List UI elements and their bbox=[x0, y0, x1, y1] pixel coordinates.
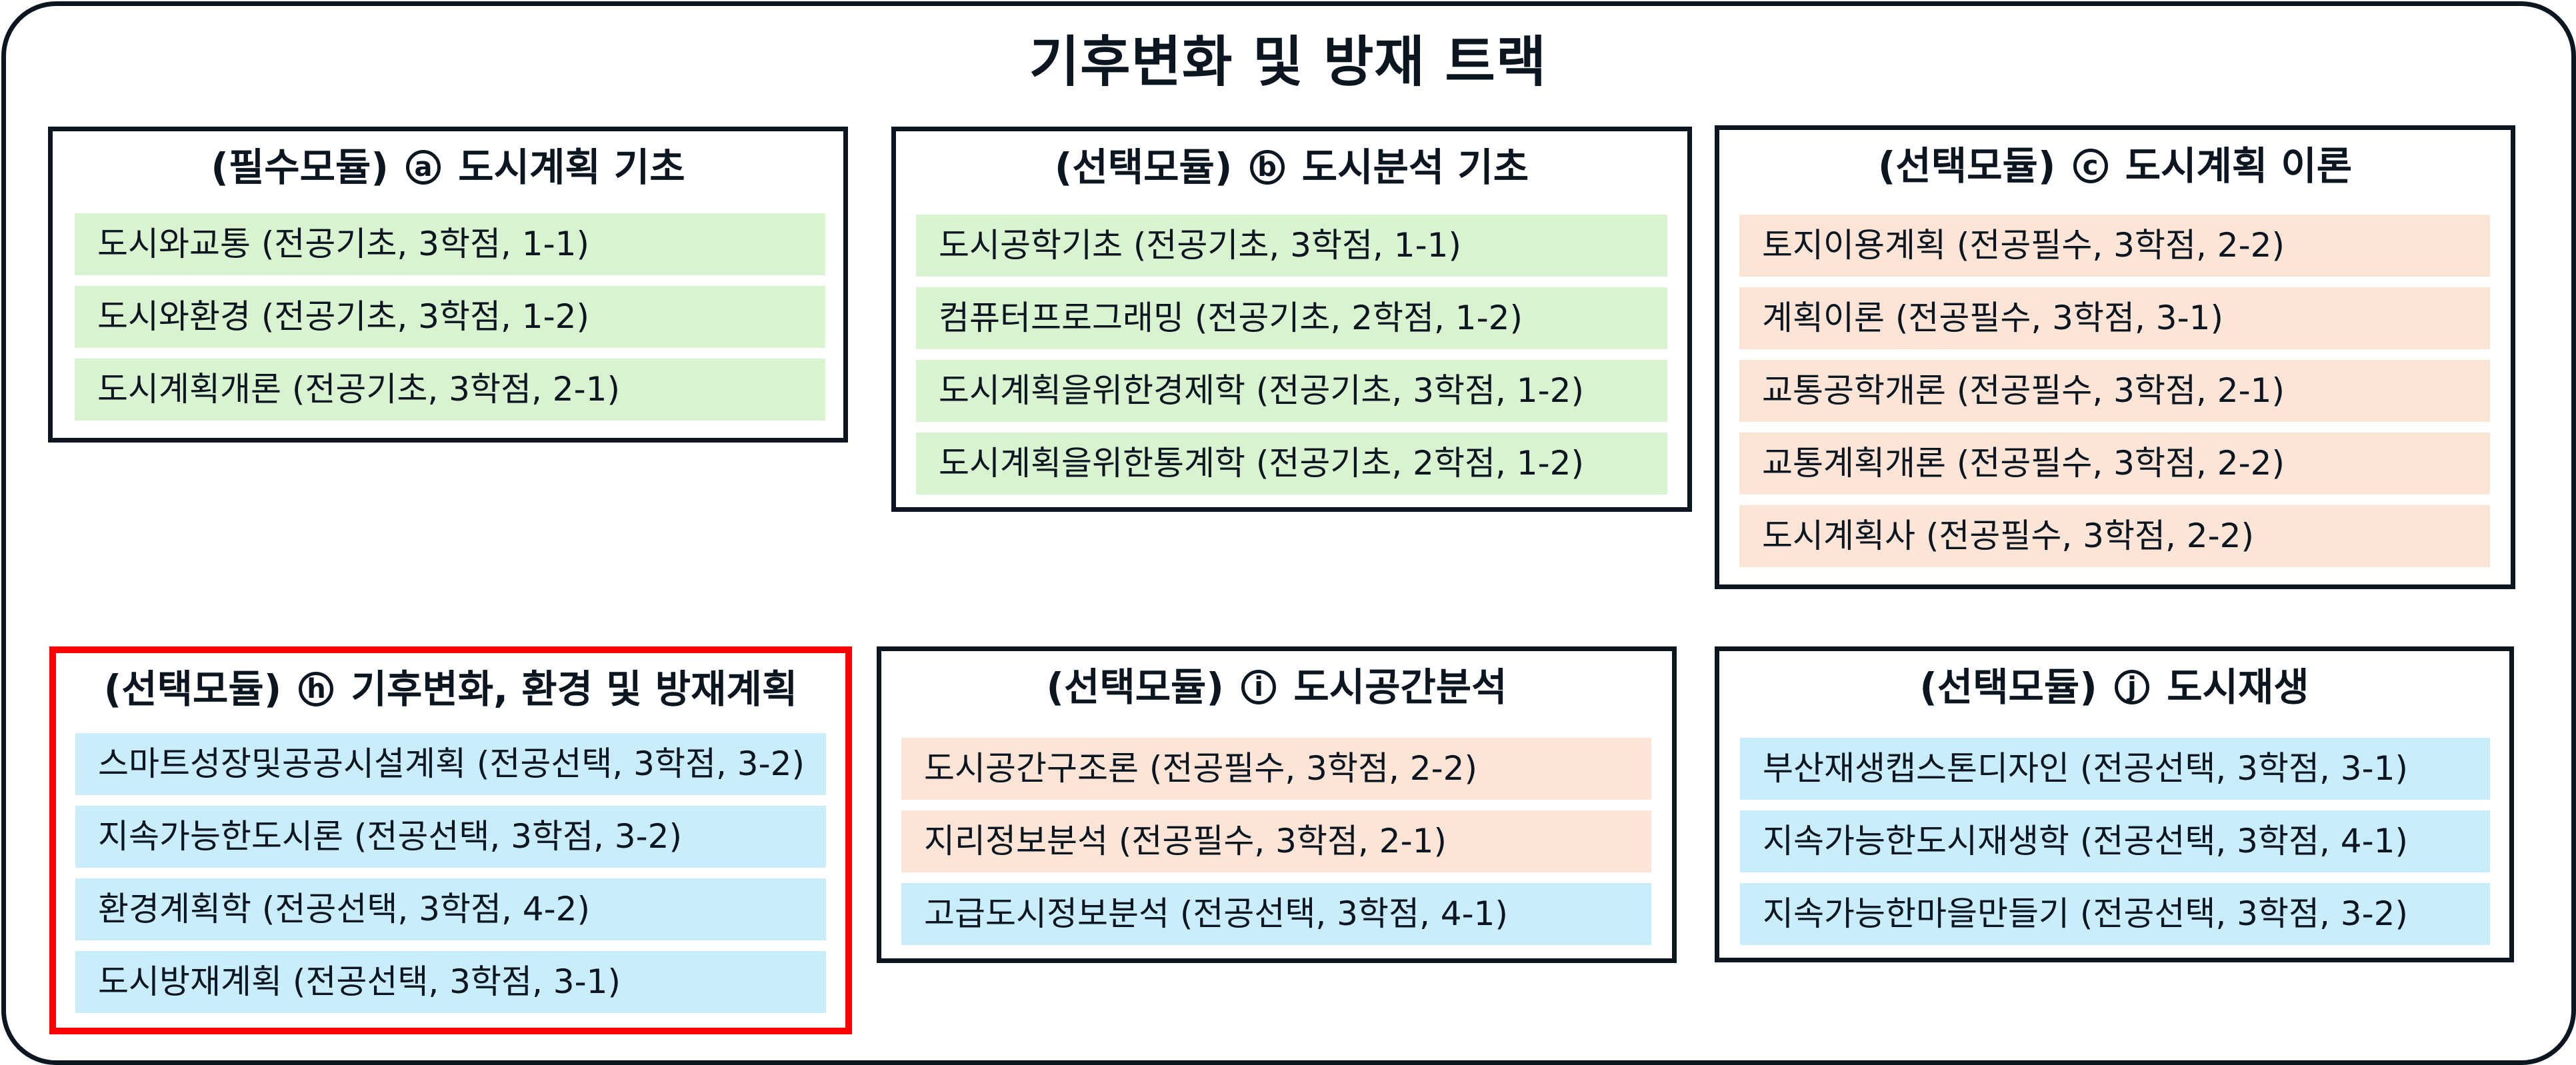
course-item: 계획이론 (전공필수, 3학점, 3-1) bbox=[1739, 287, 2490, 349]
module-title: (선택모듈) b 도시분석 기초 bbox=[896, 141, 1687, 194]
circled-letter-icon: h bbox=[299, 671, 334, 706]
circled-letter-icon: c bbox=[2073, 148, 2108, 183]
page-title: 기후변화 및 방재 트랙 bbox=[1029, 31, 1547, 94]
course-item: 지리정보분석 (전공필수, 3학점, 2-1) bbox=[901, 810, 1651, 872]
course-item: 교통공학개론 (전공필수, 3학점, 2-1) bbox=[1739, 360, 2490, 422]
module-prefix: (선택모듈) bbox=[1919, 664, 2097, 710]
module-name: 도시공간분석 bbox=[1293, 664, 1507, 710]
module-c: (선택모듈) c 도시계획 이론 토지이용계획 (전공필수, 3학점, 2-2)… bbox=[1715, 125, 2515, 589]
module-j: (선택모듈) j 도시재생 부산재생캡스톤디자인 (전공선택, 3학점, 3-1… bbox=[1715, 646, 2514, 962]
module-title: (선택모듈) j 도시재생 bbox=[1719, 660, 2509, 714]
module-i: (선택모듈) i 도시공간분석 도시공간구조론 (전공필수, 3학점, 2-2)… bbox=[877, 646, 1677, 963]
module-name: 기후변화, 환경 및 방재계획 bbox=[351, 666, 798, 712]
module-h-highlighted: (선택모듈) h 기후변화, 환경 및 방재계획 스마트성장및공공시설계획 (전… bbox=[49, 646, 852, 1034]
module-prefix: (선택모듈) bbox=[1877, 143, 2056, 189]
course-item: 환경계획학 (전공선택, 3학점, 4-2) bbox=[75, 878, 826, 940]
course-item: 교통계획개론 (전공필수, 3학점, 2-2) bbox=[1739, 433, 2490, 495]
module-b: (선택모듈) b 도시분석 기초 도시공학기초 (전공기초, 3학점, 1-1)… bbox=[891, 127, 1692, 512]
module-prefix: (필수모듈) bbox=[211, 145, 389, 190]
circled-letter-icon: j bbox=[2115, 669, 2149, 704]
module-a: (필수모듈) a 도시계획 기초 도시와교통 (전공기초, 3학점, 1-1) … bbox=[48, 127, 848, 443]
course-item: 도시공간구조론 (전공필수, 3학점, 2-2) bbox=[901, 738, 1651, 800]
course-item: 지속가능한마을만들기 (전공선택, 3학점, 3-2) bbox=[1740, 883, 2490, 945]
module-name: 도시계획 이론 bbox=[2125, 143, 2353, 189]
course-item: 도시계획사 (전공필수, 3학점, 2-2) bbox=[1739, 505, 2490, 567]
module-prefix: (선택모듈) bbox=[1046, 664, 1224, 710]
module-title: (필수모듈) a 도시계획 기초 bbox=[53, 141, 843, 194]
course-item: 스마트성장및공공시설계획 (전공선택, 3학점, 3-2) bbox=[75, 733, 826, 795]
course-item: 도시공학기초 (전공기초, 3학점, 1-1) bbox=[916, 215, 1667, 277]
course-item: 도시계획을위한경제학 (전공기초, 3학점, 1-2) bbox=[916, 360, 1667, 422]
circled-letter-icon: b bbox=[1249, 149, 1285, 185]
circled-letter-icon: i bbox=[1241, 669, 1277, 704]
module-title: (선택모듈) h 기후변화, 환경 및 방재계획 bbox=[56, 662, 845, 716]
course-item: 컴퓨터프로그래밍 (전공기초, 2학점, 1-2) bbox=[916, 287, 1667, 349]
module-prefix: (선택모듈) bbox=[103, 666, 282, 712]
module-name: 도시분석 기초 bbox=[1301, 145, 1529, 190]
course-item: 도시와환경 (전공기초, 3학점, 1-2) bbox=[75, 286, 825, 348]
course-item: 도시계획을위한통계학 (전공기초, 2학점, 1-2) bbox=[916, 433, 1667, 495]
module-name: 도시재생 bbox=[2167, 664, 2309, 710]
course-item: 부산재생캡스톤디자인 (전공선택, 3학점, 3-1) bbox=[1740, 738, 2490, 800]
module-prefix: (선택모듈) bbox=[1054, 145, 1233, 190]
course-item: 도시계획개론 (전공기초, 3학점, 2-1) bbox=[75, 359, 825, 421]
course-item: 토지이용계획 (전공필수, 3학점, 2-2) bbox=[1739, 215, 2490, 277]
module-title: (선택모듈) i 도시공간분석 bbox=[881, 660, 1672, 714]
course-item: 지속가능한도시재생학 (전공선택, 3학점, 4-1) bbox=[1740, 810, 2490, 872]
course-item: 지속가능한도시론 (전공선택, 3학점, 3-2) bbox=[75, 806, 826, 868]
course-item: 도시방재계획 (전공선택, 3학점, 3-1) bbox=[75, 951, 826, 1013]
course-item: 고급도시정보분석 (전공선택, 3학점, 4-1) bbox=[901, 883, 1651, 945]
course-item: 도시와교통 (전공기초, 3학점, 1-1) bbox=[75, 213, 825, 275]
module-title: (선택모듈) c 도시계획 이론 bbox=[1719, 139, 2511, 193]
module-name: 도시계획 기초 bbox=[458, 145, 685, 190]
circled-letter-icon: a bbox=[406, 149, 441, 185]
